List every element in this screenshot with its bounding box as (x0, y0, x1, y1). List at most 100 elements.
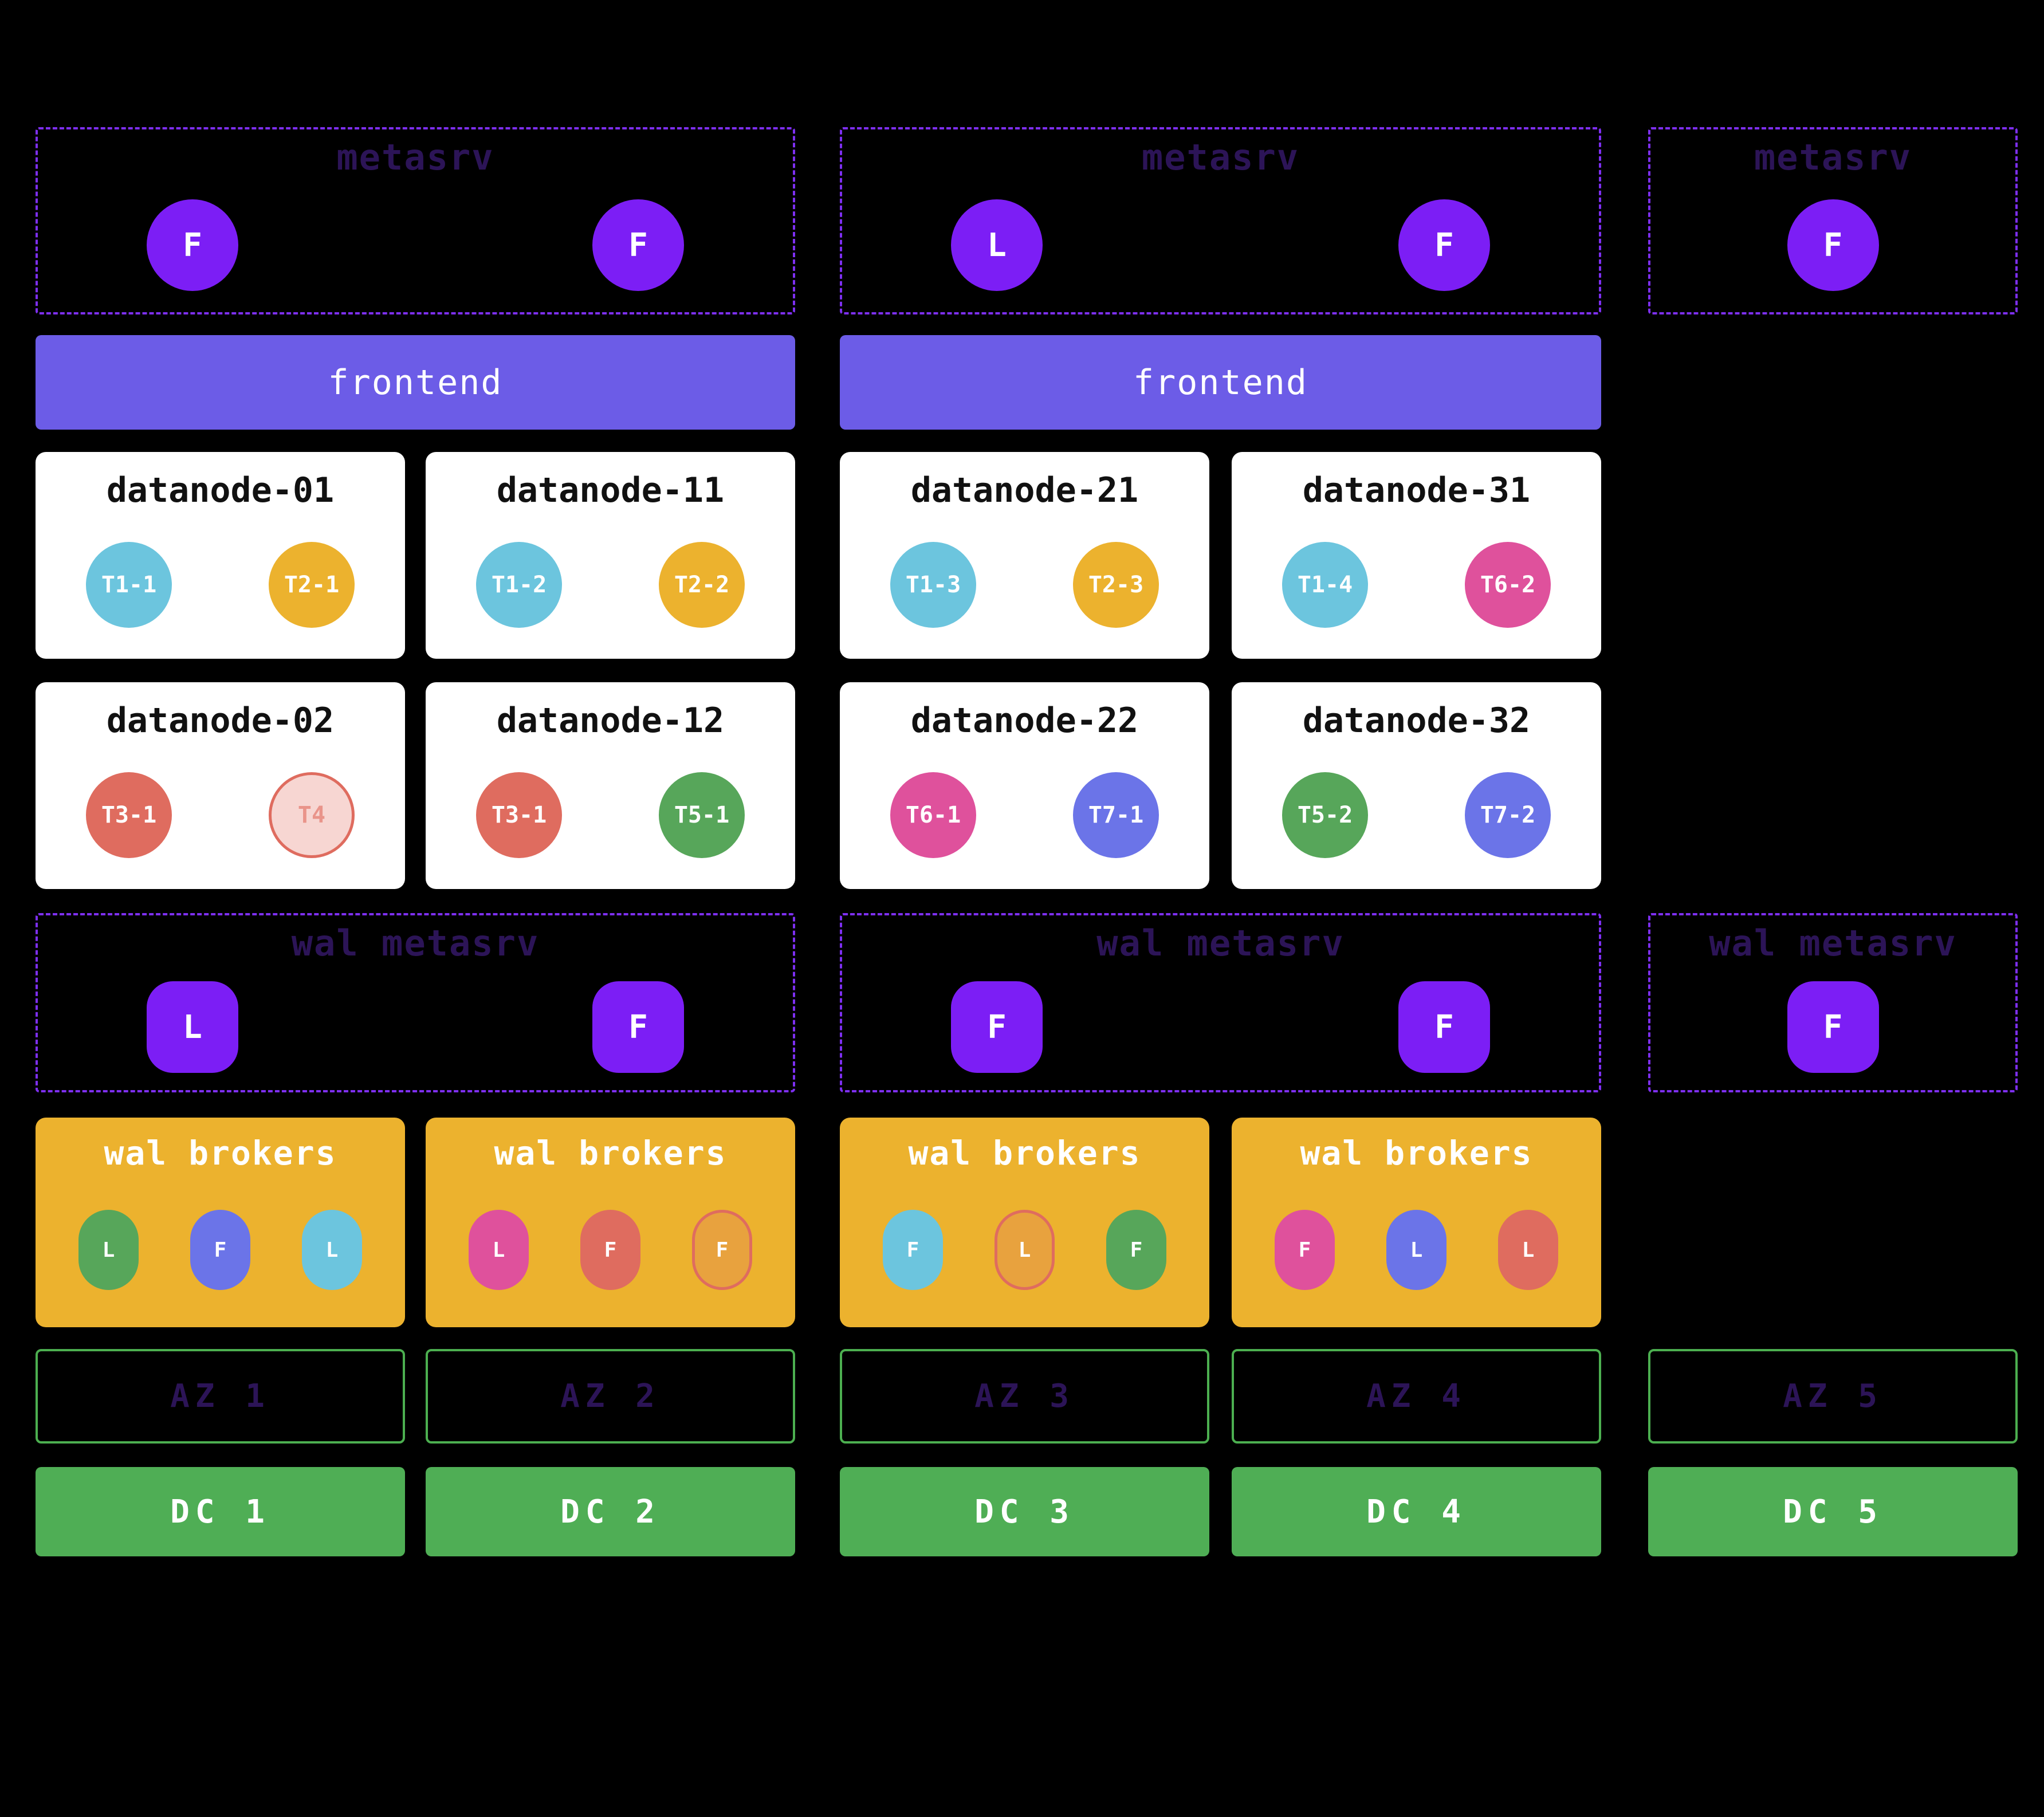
wal-metasrv-nodes: L F (38, 964, 793, 1090)
dc-box-5: DC 5 (1648, 1467, 2018, 1556)
metasrv-label: metasrv (1754, 136, 1912, 178)
datanode-name: datanode-12 (496, 701, 725, 741)
broker-leader-pill: L (78, 1210, 139, 1290)
broker-follower-pill: F (1275, 1210, 1335, 1290)
region-chip: T1-3 (890, 541, 976, 628)
frontend-bar-1: frontend (36, 335, 795, 430)
az-zone-5: AZ 5 (1648, 1349, 2018, 1444)
broker-leader-pill: L (302, 1210, 362, 1290)
region-chip: T1-2 (476, 541, 562, 628)
broker-pill-list: F L L (1232, 1173, 1601, 1327)
wal-metasrv-follower-node: F (592, 981, 684, 1073)
datanode-name: datanode-01 (106, 470, 335, 510)
region-chip: T1-4 (1282, 541, 1368, 628)
metasrv-follower-node: F (1787, 199, 1879, 291)
wal-metasrv-label: wal metasrv (1096, 922, 1345, 964)
datanode-card: datanode-01 T1-1 T2-1 (36, 452, 405, 659)
region-chip: T6-1 (890, 772, 976, 858)
datanode-card: datanode-22 T6-1 T7-1 (840, 682, 1209, 889)
region-chip: T1-1 (86, 541, 172, 628)
wal-metasrv-follower-node: F (1398, 981, 1490, 1073)
region-list: T1-1 T2-1 (36, 510, 405, 659)
datanode-card: datanode-21 T1-3 T2-3 (840, 452, 1209, 659)
wal-metasrv-follower-node: F (1787, 981, 1879, 1073)
broker-follower-pill: F (692, 1210, 752, 1290)
metasrv-follower-node: F (1398, 199, 1490, 291)
wal-metasrv-label: wal metasrv (1709, 922, 1957, 964)
region-list: T6-1 T7-1 (840, 741, 1209, 889)
region-list: T1-2 T2-2 (426, 510, 795, 659)
region-chip: T7-2 (1465, 772, 1551, 858)
region-chip-pending: T4 (269, 772, 355, 858)
region-list: T1-3 T2-3 (840, 510, 1209, 659)
az-zone-2: AZ 2 (426, 1349, 795, 1444)
datanode-card: datanode-31 T1-4 T6-2 (1232, 452, 1601, 659)
metasrv-group-3: metasrv F (1648, 127, 2018, 314)
datanode-card: datanode-11 T1-2 T2-2 (426, 452, 795, 659)
metasrv-label: metasrv (1141, 136, 1300, 178)
broker-follower-pill: F (190, 1210, 250, 1290)
wal-broker-card: wal brokers F L L (1232, 1118, 1601, 1327)
region-chip: T2-3 (1073, 541, 1159, 628)
wal-metasrv-leader-node: L (147, 981, 238, 1073)
broker-follower-pill: F (580, 1210, 640, 1290)
region-chip: T2-2 (659, 541, 745, 628)
region-chip: T7-1 (1073, 772, 1159, 858)
wal-metasrv-group-1: wal metasrv L F (36, 913, 795, 1092)
wal-broker-card: wal brokers L F F (426, 1118, 795, 1327)
az-zone-4: AZ 4 (1232, 1349, 1601, 1444)
metasrv-group-1: metasrv F F (36, 127, 795, 314)
region-list: T3-1 T4 (36, 741, 405, 889)
region-chip: T3-1 (476, 772, 562, 858)
broker-leader-pill: L (1498, 1210, 1558, 1290)
region-chip: T2-1 (269, 541, 355, 628)
datanode-name: datanode-11 (496, 470, 725, 510)
metasrv-nodes: F F (38, 178, 793, 312)
dc-box-2: DC 2 (426, 1467, 795, 1556)
metasrv-label: metasrv (336, 136, 494, 178)
az-zone-1: AZ 1 (36, 1349, 405, 1444)
region-list: T5-2 T7-2 (1232, 741, 1601, 889)
broker-follower-pill: F (883, 1210, 943, 1290)
dc-box-3: DC 3 (840, 1467, 1209, 1556)
wal-broker-title: wal brokers (104, 1134, 337, 1173)
broker-leader-pill: L (469, 1210, 529, 1290)
wal-broker-title: wal brokers (494, 1134, 727, 1173)
metasrv-nodes: F (1650, 178, 2015, 312)
broker-pill-list: L F L (36, 1173, 405, 1327)
datanode-card: datanode-12 T3-1 T5-1 (426, 682, 795, 889)
wal-metasrv-group-3: wal metasrv F (1648, 913, 2018, 1092)
wal-broker-title: wal brokers (908, 1134, 1141, 1173)
region-chip: T6-2 (1465, 541, 1551, 628)
datanode-card: datanode-32 T5-2 T7-2 (1232, 682, 1601, 889)
region-chip: T3-1 (86, 772, 172, 858)
metasrv-follower-node: F (592, 199, 684, 291)
wal-broker-card: wal brokers F L F (840, 1118, 1209, 1327)
frontend-bar-2: frontend (840, 335, 1601, 430)
broker-leader-pill: L (995, 1210, 1055, 1290)
datanode-name: datanode-02 (106, 701, 335, 741)
datanode-name: datanode-22 (910, 701, 1139, 741)
metasrv-leader-node: L (951, 199, 1043, 291)
wal-metasrv-label: wal metasrv (291, 922, 540, 964)
broker-leader-pill: L (1386, 1210, 1446, 1290)
datanode-card: datanode-02 T3-1 T4 (36, 682, 405, 889)
wal-metasrv-group-2: wal metasrv F F (840, 913, 1601, 1092)
wal-metasrv-follower-node: F (951, 981, 1043, 1073)
wal-metasrv-nodes: F (1650, 964, 2015, 1090)
metasrv-nodes: L F (842, 178, 1599, 312)
dc-box-4: DC 4 (1232, 1467, 1601, 1556)
broker-follower-pill: F (1106, 1210, 1166, 1290)
region-chip: T5-1 (659, 772, 745, 858)
dc-box-1: DC 1 (36, 1467, 405, 1556)
wal-metasrv-nodes: F F (842, 964, 1599, 1090)
region-list: T3-1 T5-1 (426, 741, 795, 889)
datanode-name: datanode-31 (1302, 470, 1531, 510)
broker-pill-list: F L F (840, 1173, 1209, 1327)
wal-broker-title: wal brokers (1300, 1134, 1533, 1173)
region-chip: T5-2 (1282, 772, 1368, 858)
datanode-name: datanode-32 (1302, 701, 1531, 741)
datanode-name: datanode-21 (910, 470, 1139, 510)
metasrv-follower-node: F (147, 199, 238, 291)
